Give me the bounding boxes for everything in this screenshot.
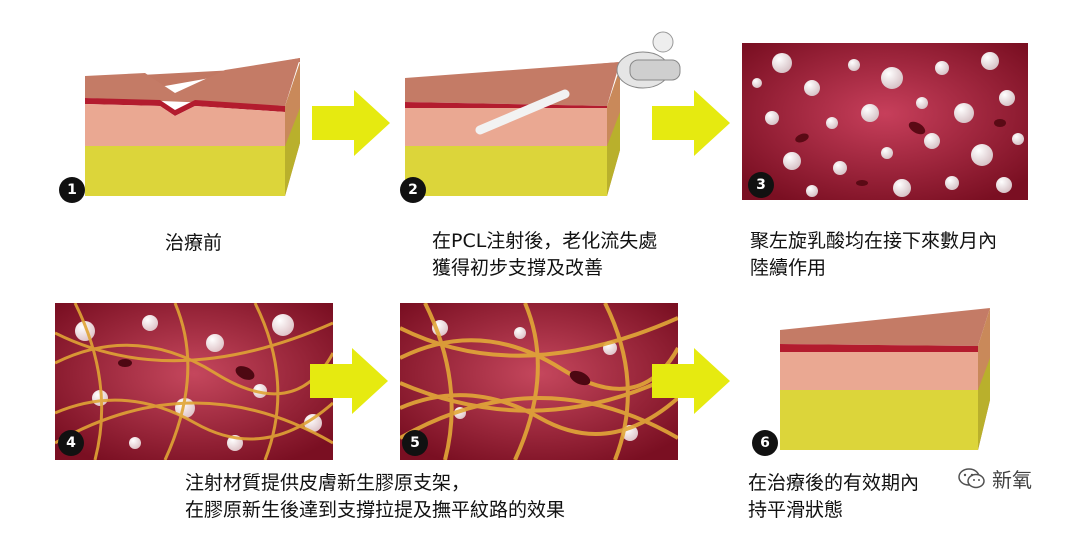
step4-collagen-scaffold bbox=[55, 303, 333, 460]
arrow-1-icon bbox=[312, 90, 390, 156]
step2-caption: 在PCL注射後，老化流失處 獲得初步支撐及改善 bbox=[432, 228, 657, 282]
step3-number-badge: 3 bbox=[748, 172, 774, 198]
step2-caption-line2: 獲得初步支撐及改善 bbox=[432, 257, 604, 279]
watermark-text: 新氧 bbox=[992, 468, 1032, 492]
step1-skin-block-before bbox=[75, 48, 310, 198]
step2-skin-block-injection bbox=[395, 30, 685, 200]
step3-caption-line2: 陸續作用 bbox=[750, 257, 827, 279]
step1-number-badge: 1 bbox=[59, 177, 85, 203]
step3-microsphere-tissue bbox=[742, 43, 1028, 200]
step5-collagen-regeneration bbox=[400, 303, 678, 460]
watermark: 新氧 bbox=[958, 464, 1032, 493]
step4-caption: 注射材質提供皮膚新生膠原支架， 在膠原新生後達到支撐拉提及撫平紋路的效果 bbox=[185, 470, 565, 524]
step2-number-badge: 2 bbox=[400, 177, 426, 203]
step4-caption-line1: 注射材質提供皮膚新生膠原支架， bbox=[185, 472, 471, 494]
step5-number-badge: 5 bbox=[402, 430, 428, 456]
step6-caption-line2: 持平滑狀態 bbox=[748, 499, 844, 521]
wechat-icon bbox=[958, 467, 985, 488]
step4-number-badge: 4 bbox=[58, 430, 84, 456]
arrow-4-icon bbox=[652, 348, 730, 414]
step6-caption: 在治療後的有效期內 持平滑狀態 bbox=[748, 470, 919, 524]
step2-caption-line1: 在PCL注射後，老化流失處 bbox=[432, 230, 658, 252]
step4-caption-line2: 在膠原新生後達到支撐拉提及撫平紋路的效果 bbox=[185, 499, 566, 521]
arrow-3-icon bbox=[310, 348, 388, 414]
step3-caption: 聚左旋乳酸均在接下來數月內 陸續作用 bbox=[750, 228, 997, 282]
step1-caption-line1: 治療前 bbox=[165, 232, 223, 254]
step6-skin-block-after bbox=[770, 300, 1005, 460]
step3-caption-line1: 聚左旋乳酸均在接下來數月內 bbox=[750, 230, 998, 252]
step6-number-badge: 6 bbox=[752, 430, 778, 456]
arrow-2-icon bbox=[652, 90, 730, 156]
step1-caption: 治療前 bbox=[165, 230, 222, 257]
step6-caption-line1: 在治療後的有效期內 bbox=[748, 472, 920, 494]
